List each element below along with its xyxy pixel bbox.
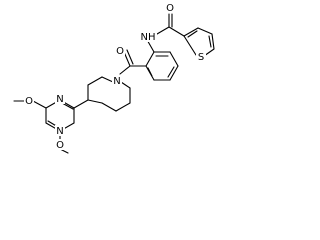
amide-oxygen-label: O bbox=[166, 3, 174, 14]
pyrimidine-nitrogen-top-label: N bbox=[56, 94, 63, 105]
molecule-diagram: O O NH N S N N O O bbox=[0, 0, 224, 155]
molecule-svg: O O NH N S N N O O bbox=[13, 2, 215, 154]
thiophene-sulfur-label: S bbox=[198, 52, 204, 63]
pyrimidine-nitrogen-bottom-label: N bbox=[56, 126, 63, 137]
atom-labels: O O NH N S N N O O bbox=[24, 2, 206, 151]
amide-nh-label: NH bbox=[141, 32, 156, 43]
carbonyl-oxygen-label: O bbox=[116, 46, 124, 57]
methoxy-oxygen-left-label: O bbox=[25, 96, 33, 107]
methoxy-oxygen-bottom-label: O bbox=[56, 140, 64, 151]
piperidine-nitrogen-label: N bbox=[113, 76, 120, 87]
